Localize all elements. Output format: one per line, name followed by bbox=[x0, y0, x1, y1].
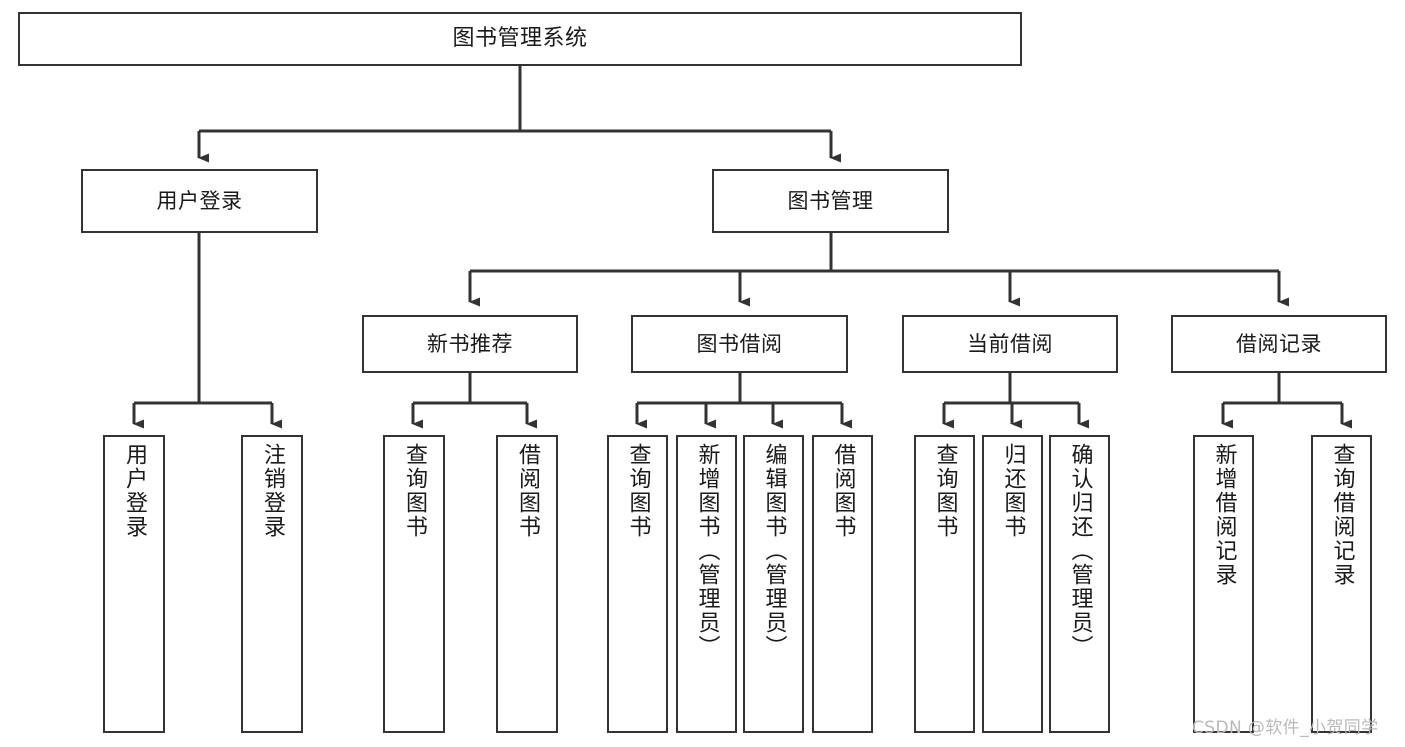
node-label: 图书管理 bbox=[787, 188, 874, 213]
node-label: 查询图书 bbox=[932, 443, 958, 539]
node-user-login[interactable]: 用户登录 bbox=[81, 169, 318, 233]
leaf-current-query-book[interactable]: 查询图书 bbox=[914, 435, 975, 733]
leaf-borrow-query-book[interactable]: 查询图书 bbox=[607, 435, 668, 733]
leaf-user-login[interactable]: 用户登录 bbox=[103, 435, 165, 733]
node-root-system[interactable]: 图书管理系统 bbox=[18, 12, 1022, 66]
node-label: 图书管理系统 bbox=[452, 26, 588, 52]
leaf-current-return-book[interactable]: 归还图书 bbox=[982, 435, 1043, 733]
node-label: 归还图书 bbox=[1000, 443, 1026, 539]
node-label: 编辑图书（管理员） bbox=[761, 443, 787, 659]
node-label: 新书推荐 bbox=[427, 331, 513, 356]
node-label: 查询图书 bbox=[402, 443, 427, 539]
node-book-management[interactable]: 图书管理 bbox=[712, 169, 949, 233]
node-label: 新增借阅记录 bbox=[1211, 443, 1237, 587]
node-label: 注销登录 bbox=[260, 443, 285, 539]
node-borrow-record[interactable]: 借阅记录 bbox=[1171, 315, 1387, 373]
node-label: 借阅记录 bbox=[1236, 331, 1322, 356]
leaf-borrow-borrow-book[interactable]: 借阅图书 bbox=[812, 435, 873, 733]
node-label: 用户登录 bbox=[122, 443, 147, 539]
leaf-logout[interactable]: 注销登录 bbox=[241, 435, 303, 733]
node-current-borrow[interactable]: 当前借阅 bbox=[902, 315, 1118, 373]
node-new-book-recommend[interactable]: 新书推荐 bbox=[362, 315, 578, 373]
leaf-borrow-add-book-admin[interactable]: 新增图书（管理员） bbox=[676, 435, 737, 733]
leaf-record-add[interactable]: 新增借阅记录 bbox=[1193, 435, 1254, 733]
node-label: 确认归还（管理员） bbox=[1067, 443, 1093, 659]
node-label: 借阅图书 bbox=[830, 443, 856, 539]
node-label: 借阅图书 bbox=[515, 443, 540, 539]
leaf-borrow-edit-book-admin[interactable]: 编辑图书（管理员） bbox=[743, 435, 804, 733]
node-label: 查询借阅记录 bbox=[1329, 443, 1355, 587]
node-book-borrow[interactable]: 图书借阅 bbox=[631, 315, 848, 373]
node-label: 图书借阅 bbox=[696, 331, 783, 356]
node-label: 用户登录 bbox=[156, 188, 243, 213]
leaf-new-book-borrow[interactable]: 借阅图书 bbox=[496, 435, 558, 733]
leaf-current-confirm-return-admin[interactable]: 确认归还（管理员） bbox=[1049, 435, 1110, 733]
node-label: 当前借阅 bbox=[967, 331, 1053, 356]
node-label: 新增图书（管理员） bbox=[694, 443, 720, 659]
leaf-new-book-query[interactable]: 查询图书 bbox=[383, 435, 445, 733]
watermark-text: CSDN @软件_小贺同学 bbox=[1192, 718, 1379, 738]
leaf-record-query[interactable]: 查询借阅记录 bbox=[1311, 435, 1372, 733]
node-label: 查询图书 bbox=[625, 443, 651, 539]
